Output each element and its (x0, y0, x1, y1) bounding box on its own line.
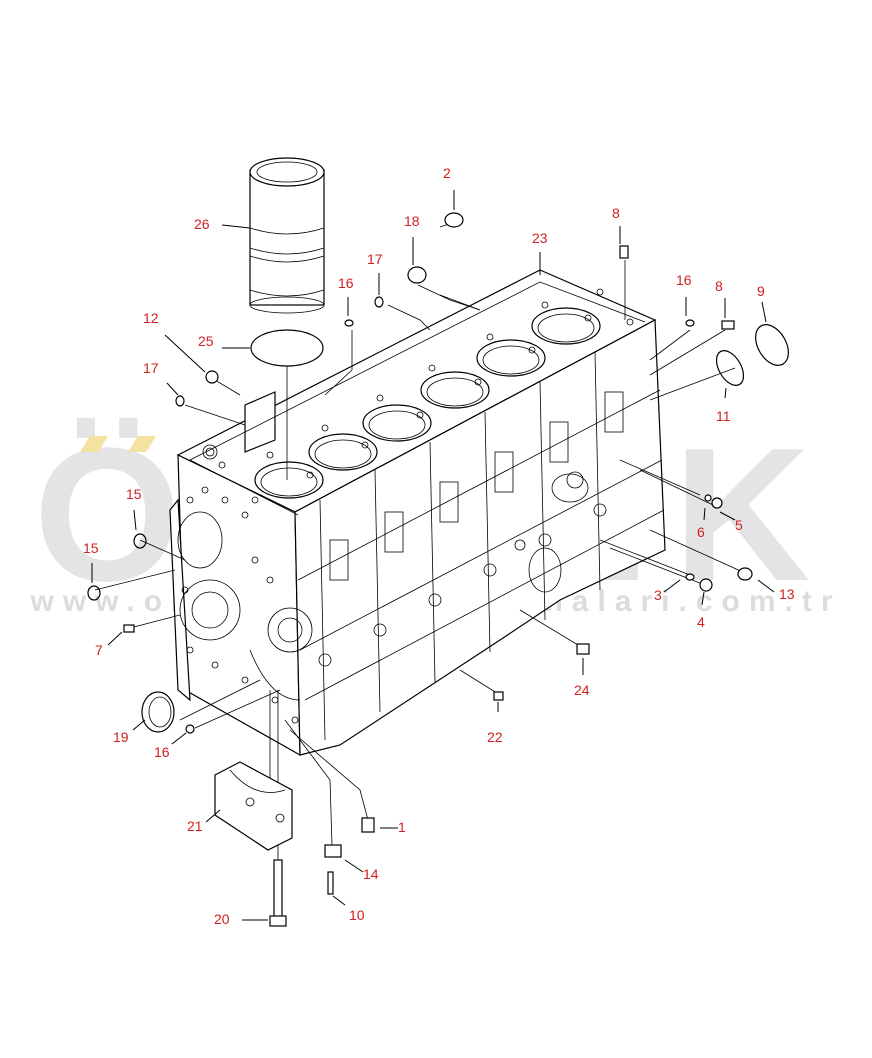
callout-21: 21 (187, 818, 203, 834)
callout-4: 4 (697, 614, 705, 630)
callout-25: 25 (198, 333, 214, 349)
callout-2: 2 (443, 165, 451, 181)
callout-6: 6 (697, 524, 705, 540)
callout-20: 20 (214, 911, 230, 927)
callout-10: 10 (349, 907, 365, 923)
main-bearing-cap (214, 761, 293, 851)
callout-14: 14 (363, 866, 379, 882)
front-face-details (177, 486, 313, 724)
side-ribs (297, 351, 665, 741)
callout-16-lower: 16 (154, 744, 170, 760)
deck-bolt-holes (202, 288, 634, 504)
callout-1: 1 (398, 819, 406, 835)
callout-26: 26 (194, 216, 210, 232)
liner-o-ring (250, 329, 324, 367)
callout-17-left: 17 (143, 360, 159, 376)
callout-15-upper: 15 (126, 486, 142, 502)
callout-23: 23 (532, 230, 548, 246)
callout-7: 7 (95, 642, 103, 658)
callout-8-right: 8 (715, 278, 723, 294)
callout-17-upper: 17 (367, 251, 383, 267)
callout-19: 19 (113, 729, 129, 745)
callout-15-lower: 15 (83, 540, 99, 556)
callout-3: 3 (654, 587, 662, 603)
watermark-accent (80, 436, 156, 452)
callout-5: 5 (735, 517, 743, 533)
callout-labels: 1 2 3 4 5 6 7 8 8 9 10 11 12 13 14 15 15… (83, 165, 795, 927)
callout-16-upper: 16 (338, 275, 354, 291)
cylinder-block (169, 269, 666, 757)
callout-leaders (91, 190, 775, 921)
callout-22: 22 (487, 729, 503, 745)
callout-13: 13 (779, 586, 795, 602)
small-parts (87, 212, 789, 927)
cylinder-liner (249, 157, 325, 314)
leader-lines (94, 221, 746, 860)
callout-18: 18 (404, 213, 420, 229)
callout-16-right: 16 (676, 272, 692, 288)
callout-11: 11 (716, 408, 731, 424)
cylinder-bores (254, 307, 601, 499)
side-bosses (318, 391, 624, 667)
callout-8-upper: 8 (612, 205, 620, 221)
callout-24: 24 (574, 682, 590, 698)
callout-9: 9 (757, 283, 765, 299)
callout-12: 12 (143, 310, 159, 326)
